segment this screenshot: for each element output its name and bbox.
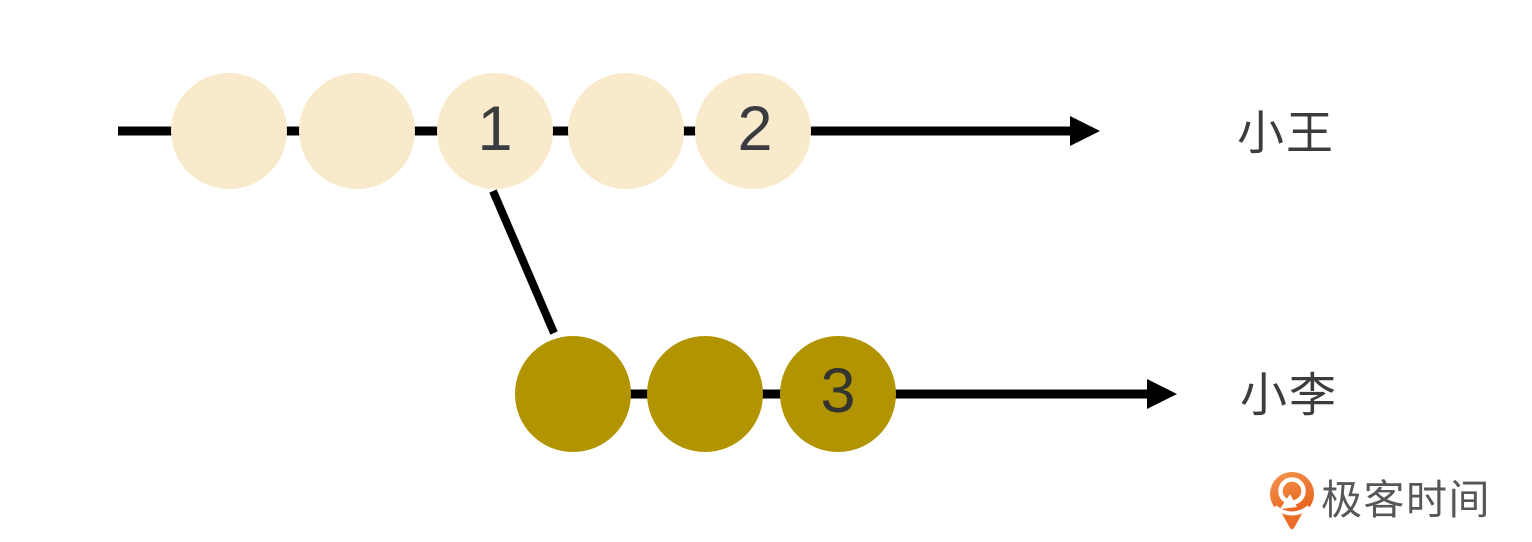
commit-node-wang-4 [568, 73, 684, 189]
commit-number-li-3: 3 [820, 356, 856, 427]
commit-node-wang-2 [299, 73, 415, 189]
branch-label-li: 小李 [1240, 368, 1338, 422]
timeline-li-arrowhead-icon [1147, 379, 1177, 409]
branch-label-wang: 小王 [1237, 106, 1335, 160]
commit-node-wang-3 [437, 73, 553, 189]
commit-node-wang-5 [695, 73, 811, 189]
branch-connector-line [489, 189, 558, 335]
commit-node-wang-1 [171, 73, 287, 189]
geektime-logo-text: 极客时间 [1321, 476, 1491, 523]
commit-number-wang-3: 1 [477, 94, 513, 165]
commit-node-li-3 [780, 336, 896, 452]
geektime-logo-icon [1270, 472, 1314, 530]
timeline-wang-arrowhead-icon [1070, 116, 1100, 146]
commit-node-li-2 [647, 336, 763, 452]
commit-number-wang-5: 2 [737, 94, 773, 165]
commit-node-li-1 [515, 336, 631, 452]
